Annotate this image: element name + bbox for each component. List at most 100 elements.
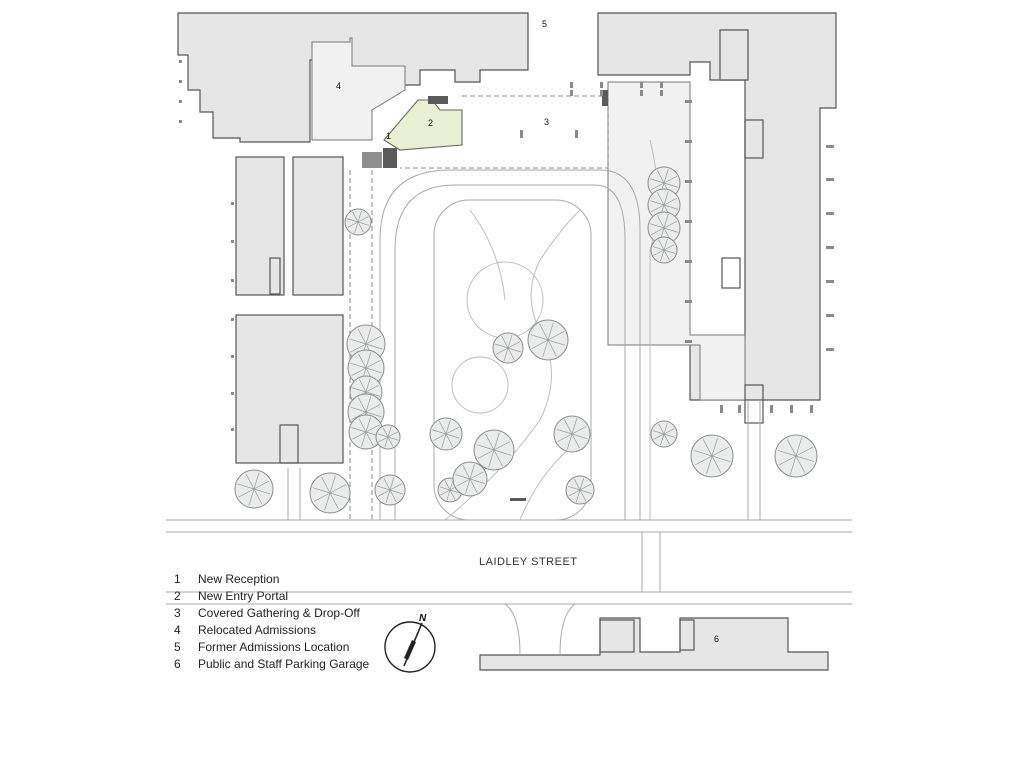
tree-icon [492, 332, 524, 364]
facade-mark [790, 405, 793, 413]
admissions-wing [311, 37, 406, 141]
building-east-inner [607, 81, 746, 401]
legend-number: 3 [174, 606, 181, 620]
facade-mark [685, 140, 692, 143]
tree-icon [429, 417, 463, 451]
tree-icon [527, 319, 569, 361]
garage-stair [679, 619, 695, 651]
facade-mark [231, 279, 234, 282]
entry-portal-dark [428, 96, 448, 104]
trees [234, 166, 818, 514]
callouts: 1 2 3 4 5 6 [336, 19, 719, 644]
callout-2: 2 [428, 118, 433, 128]
facade-mark [685, 260, 692, 263]
facade-mark [231, 240, 234, 243]
north-arrow-icon: N [384, 613, 436, 673]
tree-icon [650, 420, 678, 448]
buildings [177, 12, 837, 671]
street-label: LAIDLEY STREET [479, 556, 578, 568]
tree-icon [565, 475, 595, 505]
legend-number: 4 [174, 623, 181, 637]
facade-mark [231, 202, 234, 205]
facade-mark [770, 405, 773, 413]
facade-mark [810, 405, 813, 413]
facade-mark [738, 405, 741, 413]
facade-mark [826, 314, 834, 317]
facade-mark [826, 212, 834, 215]
facade-mark [826, 145, 834, 148]
tree-icon [774, 434, 818, 478]
facade-mark [660, 90, 663, 96]
facade-mark [600, 90, 603, 96]
legend-label: Covered Gathering & Drop-Off [198, 606, 361, 620]
facade-mark [570, 90, 573, 96]
facade-mark [640, 90, 643, 96]
east-vent [744, 119, 764, 159]
facade-mark [231, 428, 234, 431]
tree-icon [647, 211, 681, 245]
facade-mark [826, 280, 834, 283]
callout-6: 6 [714, 634, 719, 644]
legend-number: 6 [174, 657, 181, 671]
facade-mark [600, 82, 603, 88]
facade-mark [685, 100, 692, 103]
stair-west-b [269, 257, 281, 295]
callout-3: 3 [544, 117, 549, 127]
tree-icon [374, 474, 406, 506]
reception-desk [383, 148, 397, 168]
legend-label: Relocated Admissions [198, 623, 316, 637]
parking-garage [479, 617, 829, 671]
tree-icon [650, 236, 678, 264]
tree-icon [553, 415, 591, 453]
legend-label: New Reception [198, 572, 279, 586]
legend-label: Former Admissions Location [198, 640, 349, 654]
tree-icon [348, 414, 384, 450]
facade-mark [570, 82, 573, 88]
east-core [721, 257, 741, 289]
tree-icon [309, 472, 351, 514]
drop-off-canopy [400, 90, 609, 169]
legend-label: Public and Staff Parking Garage [198, 657, 370, 671]
building-west-b [292, 156, 344, 296]
facade-mark [231, 392, 234, 395]
facade-marks [179, 60, 834, 431]
facade-mark [179, 100, 182, 103]
facade-mark [826, 246, 834, 249]
facade-mark [231, 318, 234, 321]
facade-mark [179, 120, 182, 123]
tree-icon [234, 469, 274, 509]
tree-icon [344, 208, 372, 236]
building-east-wing [719, 29, 749, 81]
tree-icon [375, 424, 401, 450]
tree-icon [452, 461, 488, 497]
facade-mark [685, 220, 692, 223]
north-label: N [419, 613, 427, 624]
facade-mark [685, 300, 692, 303]
facade-mark [685, 180, 692, 183]
callout-1: 1 [386, 131, 391, 141]
building-west-a [235, 156, 285, 296]
reception-area [383, 99, 463, 151]
tree-icon [647, 188, 681, 222]
legend-number: 1 [174, 572, 181, 586]
facade-mark [720, 405, 723, 413]
legend-label: New Entry Portal [198, 589, 288, 603]
stair-west [279, 424, 299, 464]
legend: 1 New Reception 2 New Entry Portal 3 Covered … [174, 572, 370, 671]
facade-mark [826, 348, 834, 351]
callout-4: 4 [336, 81, 341, 91]
reception-block [362, 152, 382, 168]
facade-mark [640, 82, 643, 88]
east-stair [744, 384, 764, 424]
facade-mark [826, 178, 834, 181]
facade-mark [231, 355, 234, 358]
facade-mark [660, 82, 663, 88]
callout-5: 5 [542, 19, 547, 29]
facade-mark [685, 340, 692, 343]
legend-number: 2 [174, 589, 181, 603]
legend-number: 5 [174, 640, 181, 654]
tree-icon [473, 429, 515, 471]
facade-mark [179, 80, 182, 83]
garage-ramp [599, 619, 635, 653]
